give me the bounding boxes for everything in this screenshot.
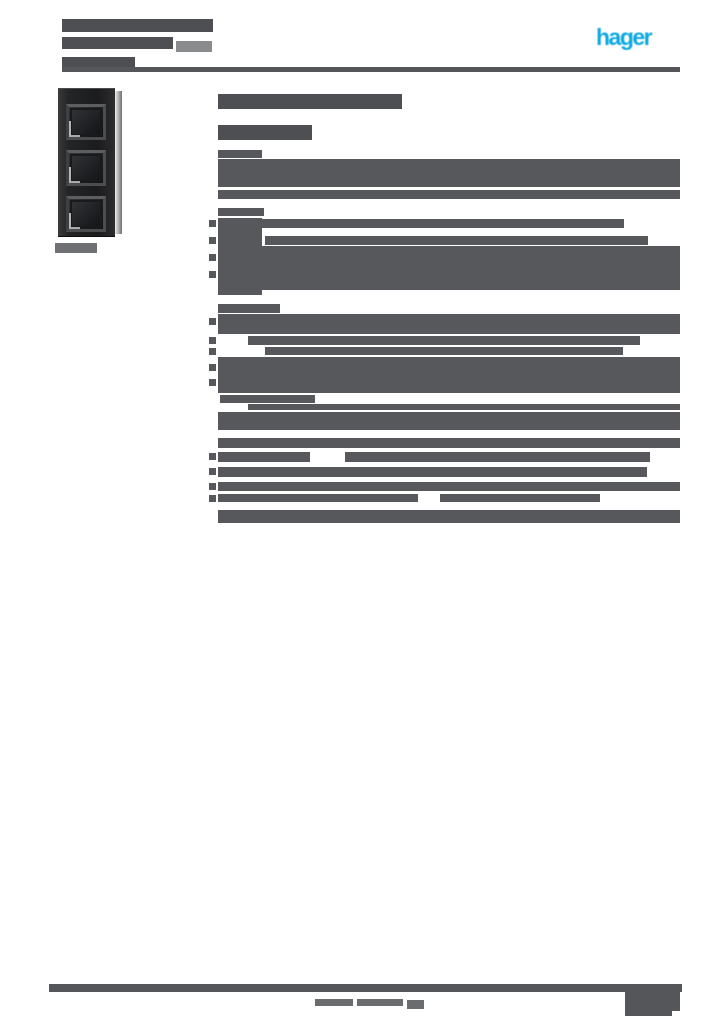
- frame-window-opening: [66, 196, 106, 232]
- section3-row3: [248, 404, 680, 410]
- doc-title-line-2: [62, 37, 173, 49]
- footer-logo-box: [55, 992, 168, 1013]
- product-title: [218, 94, 402, 109]
- list-bullet: [209, 379, 216, 386]
- section4-label3: [218, 467, 313, 477]
- frame-window-opening: [66, 150, 106, 186]
- section2-label: [218, 208, 264, 216]
- hager-logo: hager: [596, 24, 653, 50]
- section3-block1: [218, 314, 680, 334]
- product-subtitle: [218, 125, 312, 140]
- doc-title-line-3: [62, 57, 135, 70]
- footer-page-box: [625, 992, 680, 1011]
- section4-value2: [345, 452, 650, 462]
- section3-row2: [265, 347, 623, 355]
- section4-row4: [218, 482, 680, 491]
- list-bullet: [209, 468, 216, 475]
- list-bullet: [209, 495, 216, 502]
- header-rule: [62, 67, 680, 72]
- section1-label: [218, 150, 262, 158]
- list-bullet: [209, 318, 216, 325]
- section2-paragraph-block: [218, 246, 680, 290]
- footer-rule: [49, 984, 682, 992]
- list-bullet: [209, 337, 216, 344]
- footer-address-text-1: [315, 999, 353, 1006]
- section4-value3: [313, 467, 647, 477]
- list-bullet: [209, 483, 216, 490]
- list-bullet: [209, 348, 216, 355]
- list-bullet: [209, 271, 216, 278]
- product-photo-caption: [55, 243, 97, 253]
- frame-window-opening: [66, 104, 106, 140]
- section3-sublabel: [220, 395, 315, 403]
- section3-block2: [218, 357, 680, 393]
- list-bullet: [209, 220, 216, 227]
- product-photo-side-highlight: [115, 91, 122, 234]
- list-bullet: [209, 453, 216, 460]
- list-bullet: [209, 364, 216, 371]
- doc-title-line-2-light: [176, 41, 212, 52]
- section3-row1: [248, 336, 640, 345]
- section4-label2: [218, 452, 310, 462]
- section2-row2: [265, 236, 648, 245]
- section4-row5b: [440, 494, 600, 502]
- footer-address-text-2: [357, 999, 403, 1006]
- product-photo-3gang-frame: [58, 88, 122, 237]
- section1-paragraph-block: [218, 159, 680, 187]
- list-bullet: [209, 237, 216, 244]
- list-bullet: [209, 254, 216, 261]
- section3-block3: [218, 412, 680, 430]
- section4-row1: [218, 438, 680, 448]
- footer-address-text-3: [407, 1000, 424, 1009]
- section4-row5a: [218, 494, 418, 502]
- section1-line: [218, 190, 680, 199]
- section2-row1: [248, 219, 624, 228]
- footer-page-box-tail: [625, 1011, 672, 1016]
- section4-row6: [218, 510, 680, 523]
- section3-label: [218, 304, 280, 313]
- doc-title-line-1: [62, 19, 213, 32]
